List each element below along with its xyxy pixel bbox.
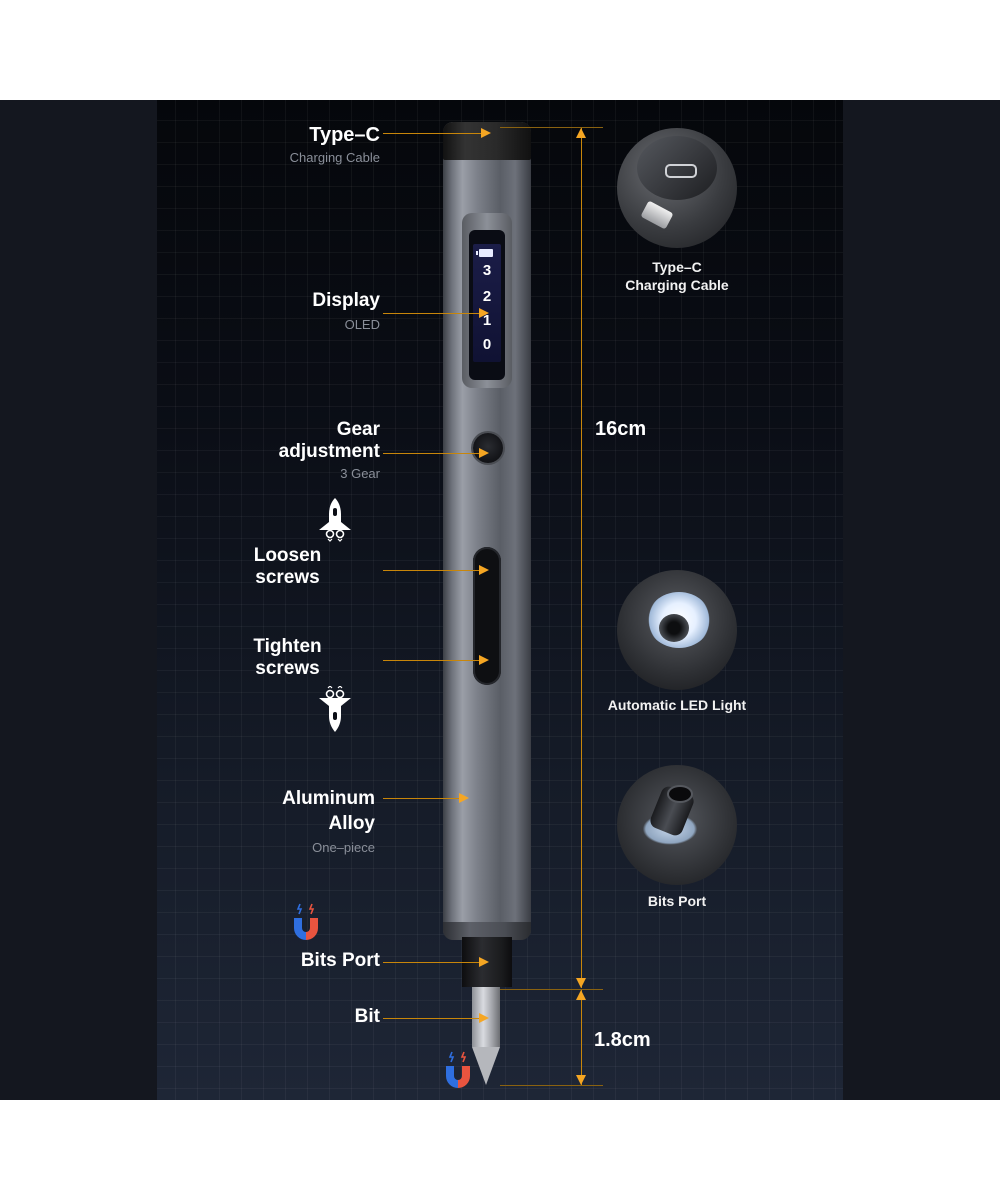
- body-dimension-arrow-up-icon: [576, 128, 586, 138]
- mid-extension-line: [500, 989, 603, 990]
- display-label: Display: [312, 290, 380, 311]
- type-c-leader: [383, 133, 483, 134]
- loosen-leader: [383, 570, 483, 571]
- alloy-label-line1: Aluminum: [282, 788, 375, 809]
- gear-level-2: 2: [482, 288, 492, 305]
- display-leader: [383, 313, 483, 314]
- led-light-callout-image: [617, 570, 737, 690]
- top-extension-line: [500, 127, 603, 128]
- diagram-panel: 3 2 1 0 Type–C Charging Cable Display OL…: [157, 100, 843, 1100]
- alloy-sublabel: One–piece: [312, 840, 375, 855]
- body-dimension-arrow-down-icon: [576, 978, 586, 988]
- gear-arrow-icon: [479, 448, 489, 458]
- bit-dimension-arrow-down-icon: [576, 1075, 586, 1085]
- led-light-callout-label: Automatic LED Light: [607, 697, 747, 713]
- gear-label-line1: Gear: [336, 419, 380, 440]
- bottom-extension-line: [500, 1085, 603, 1086]
- body-length-label: 16cm: [595, 418, 647, 440]
- magnet-icon: [294, 903, 318, 940]
- bit-dimension-arrow-up-icon: [576, 990, 586, 1000]
- tighten-leader: [383, 660, 483, 661]
- rocket-down-icon: [319, 686, 351, 732]
- bit-tip: [472, 1047, 500, 1085]
- bits-port-callout-image: [617, 765, 737, 885]
- type-c-label: Type–C: [309, 124, 380, 146]
- bit-arrow-icon: [479, 1013, 489, 1023]
- body-dimension-line: [581, 128, 582, 988]
- body-collar: [443, 922, 531, 940]
- display-arrow-icon: [479, 308, 489, 318]
- bits-port-label: Bits Port: [300, 950, 380, 971]
- tighten-label-line2: screws: [255, 658, 320, 679]
- bit-leader: [383, 1018, 483, 1019]
- type-c-sublabel: Charging Cable: [289, 150, 380, 165]
- type-c-callout-image: [617, 128, 737, 248]
- type-c-callout-line1: Type–C: [652, 259, 702, 275]
- alloy-label-line2: Alloy: [328, 813, 375, 834]
- loosen-label-line2: screws: [255, 567, 320, 588]
- gear-sublabel: 3 Gear: [340, 466, 380, 481]
- bit-label: Bit: [354, 1006, 380, 1027]
- bits-port-leader: [383, 962, 483, 963]
- gear-level-1: 1: [482, 312, 492, 329]
- bit-magnet-icon: [446, 1051, 470, 1088]
- loosen-label-line1: Loosen: [253, 545, 322, 566]
- alloy-arrow-icon: [459, 793, 469, 803]
- product-diagram: 3 2 1 0 Type–C Charging Cable Display OL…: [0, 100, 1000, 1100]
- battery-icon: [476, 249, 493, 257]
- type-c-callout-line2: Charging Cable: [625, 277, 729, 293]
- bits-port-arrow-icon: [479, 957, 489, 967]
- bit-length-label: 1.8cm: [594, 1029, 651, 1051]
- type-c-arrow-icon: [481, 128, 491, 138]
- alloy-leader: [383, 798, 463, 799]
- bits-port-callout-label: Bits Port: [647, 893, 707, 909]
- tighten-arrow-icon: [479, 655, 489, 665]
- gear-level-3: 3: [482, 262, 492, 279]
- display-sublabel: OLED: [344, 317, 380, 332]
- loosen-arrow-icon: [479, 565, 489, 575]
- tighten-label-line1: Tighten: [253, 636, 322, 657]
- bit-dimension-line: [581, 990, 582, 1085]
- rocket-up-icon: [319, 498, 351, 542]
- gear-leader: [383, 453, 483, 454]
- gear-label-line2: adjustment: [278, 441, 380, 462]
- oled-display: 3 2 1 0: [469, 230, 505, 380]
- gear-level-0: 0: [482, 336, 492, 353]
